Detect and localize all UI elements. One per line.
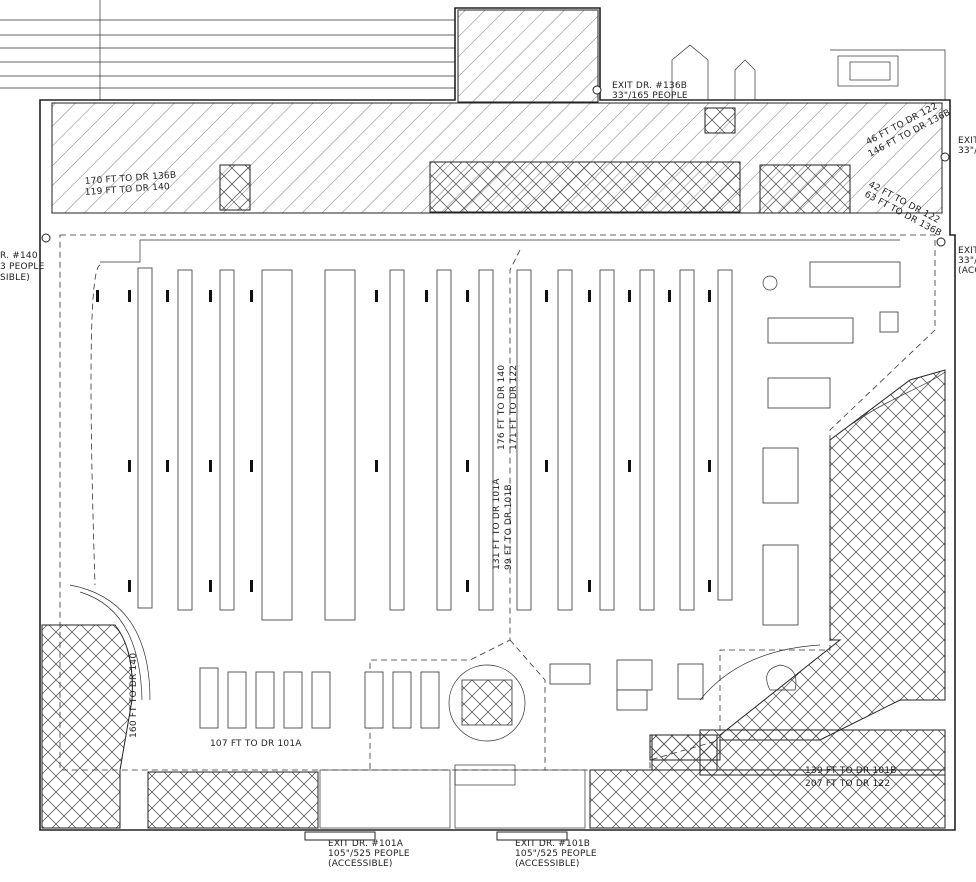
northeast-fixtures [762, 261, 901, 626]
aisle-markers [96, 290, 711, 592]
exit-101a-line1: EXIT DR. #101A [328, 839, 404, 849]
distance-center-3: 131 FT TO DR 101A [492, 478, 502, 570]
exterior-guide-lines [0, 0, 455, 100]
building-outline [39, 7, 956, 831]
checkout-lanes [199, 667, 440, 729]
southeast-storage-zone [589, 769, 946, 829]
distance-se-1: 139 FT TO DR 101B [805, 766, 897, 776]
shelving-rows [137, 267, 733, 621]
distance-center-4: 99 FT TO DR 101B [504, 484, 514, 570]
exit-101a-line3: (ACCESSIBLE) [328, 859, 393, 869]
exit-136b-line2: 33"/165 PEOPLE [612, 91, 688, 101]
distance-se-2: 207 FT TO DR 122 [805, 779, 890, 789]
exit-101b-line1: EXIT DR. #101B [515, 839, 590, 849]
southwest-rooms [41, 624, 133, 829]
exit-140-line2: 3 PEOPLE [0, 262, 45, 272]
exit-122-line1: EXIT [958, 136, 976, 146]
exit-140-line1: R. #140 [0, 251, 38, 261]
north-loading-annex [457, 9, 599, 103]
exit-122-lower-line2: 33"/ [958, 256, 976, 266]
exit-101b-line2: 105"/525 PEOPLE [515, 849, 597, 859]
south-rooms-west [147, 771, 319, 829]
exit-122-lower-line3: (ACCE [958, 266, 976, 276]
sales-floor-perimeter [59, 234, 936, 771]
exit-101b-line3: (ACCESSIBLE) [515, 859, 580, 869]
exit-101a-line2: 105"/525 PEOPLE [328, 849, 410, 859]
distance-south: 107 FT TO DR 101A [210, 739, 302, 749]
north-crosshatch-4 [704, 107, 736, 134]
exit-door-markers [41, 85, 950, 841]
round-display [448, 664, 526, 742]
north-crosshatch-1 [429, 161, 741, 213]
distance-center-1: 176 FT TO DR 140 [497, 365, 507, 450]
exit-136b-line1: EXIT DR. #136B [612, 81, 687, 91]
distance-center-2: 171 FT TO DR 122 [509, 365, 519, 450]
distance-sw: 160 FT TO DR 140 [129, 653, 139, 738]
exit-122-line2: 33"/ [958, 146, 976, 156]
exit-140-line3: SIBLE) [0, 273, 30, 283]
north-crosshatch-2 [759, 164, 851, 214]
north-crosshatch-3 [219, 164, 251, 211]
exit-122-lower-line1: EXIT [958, 246, 976, 256]
